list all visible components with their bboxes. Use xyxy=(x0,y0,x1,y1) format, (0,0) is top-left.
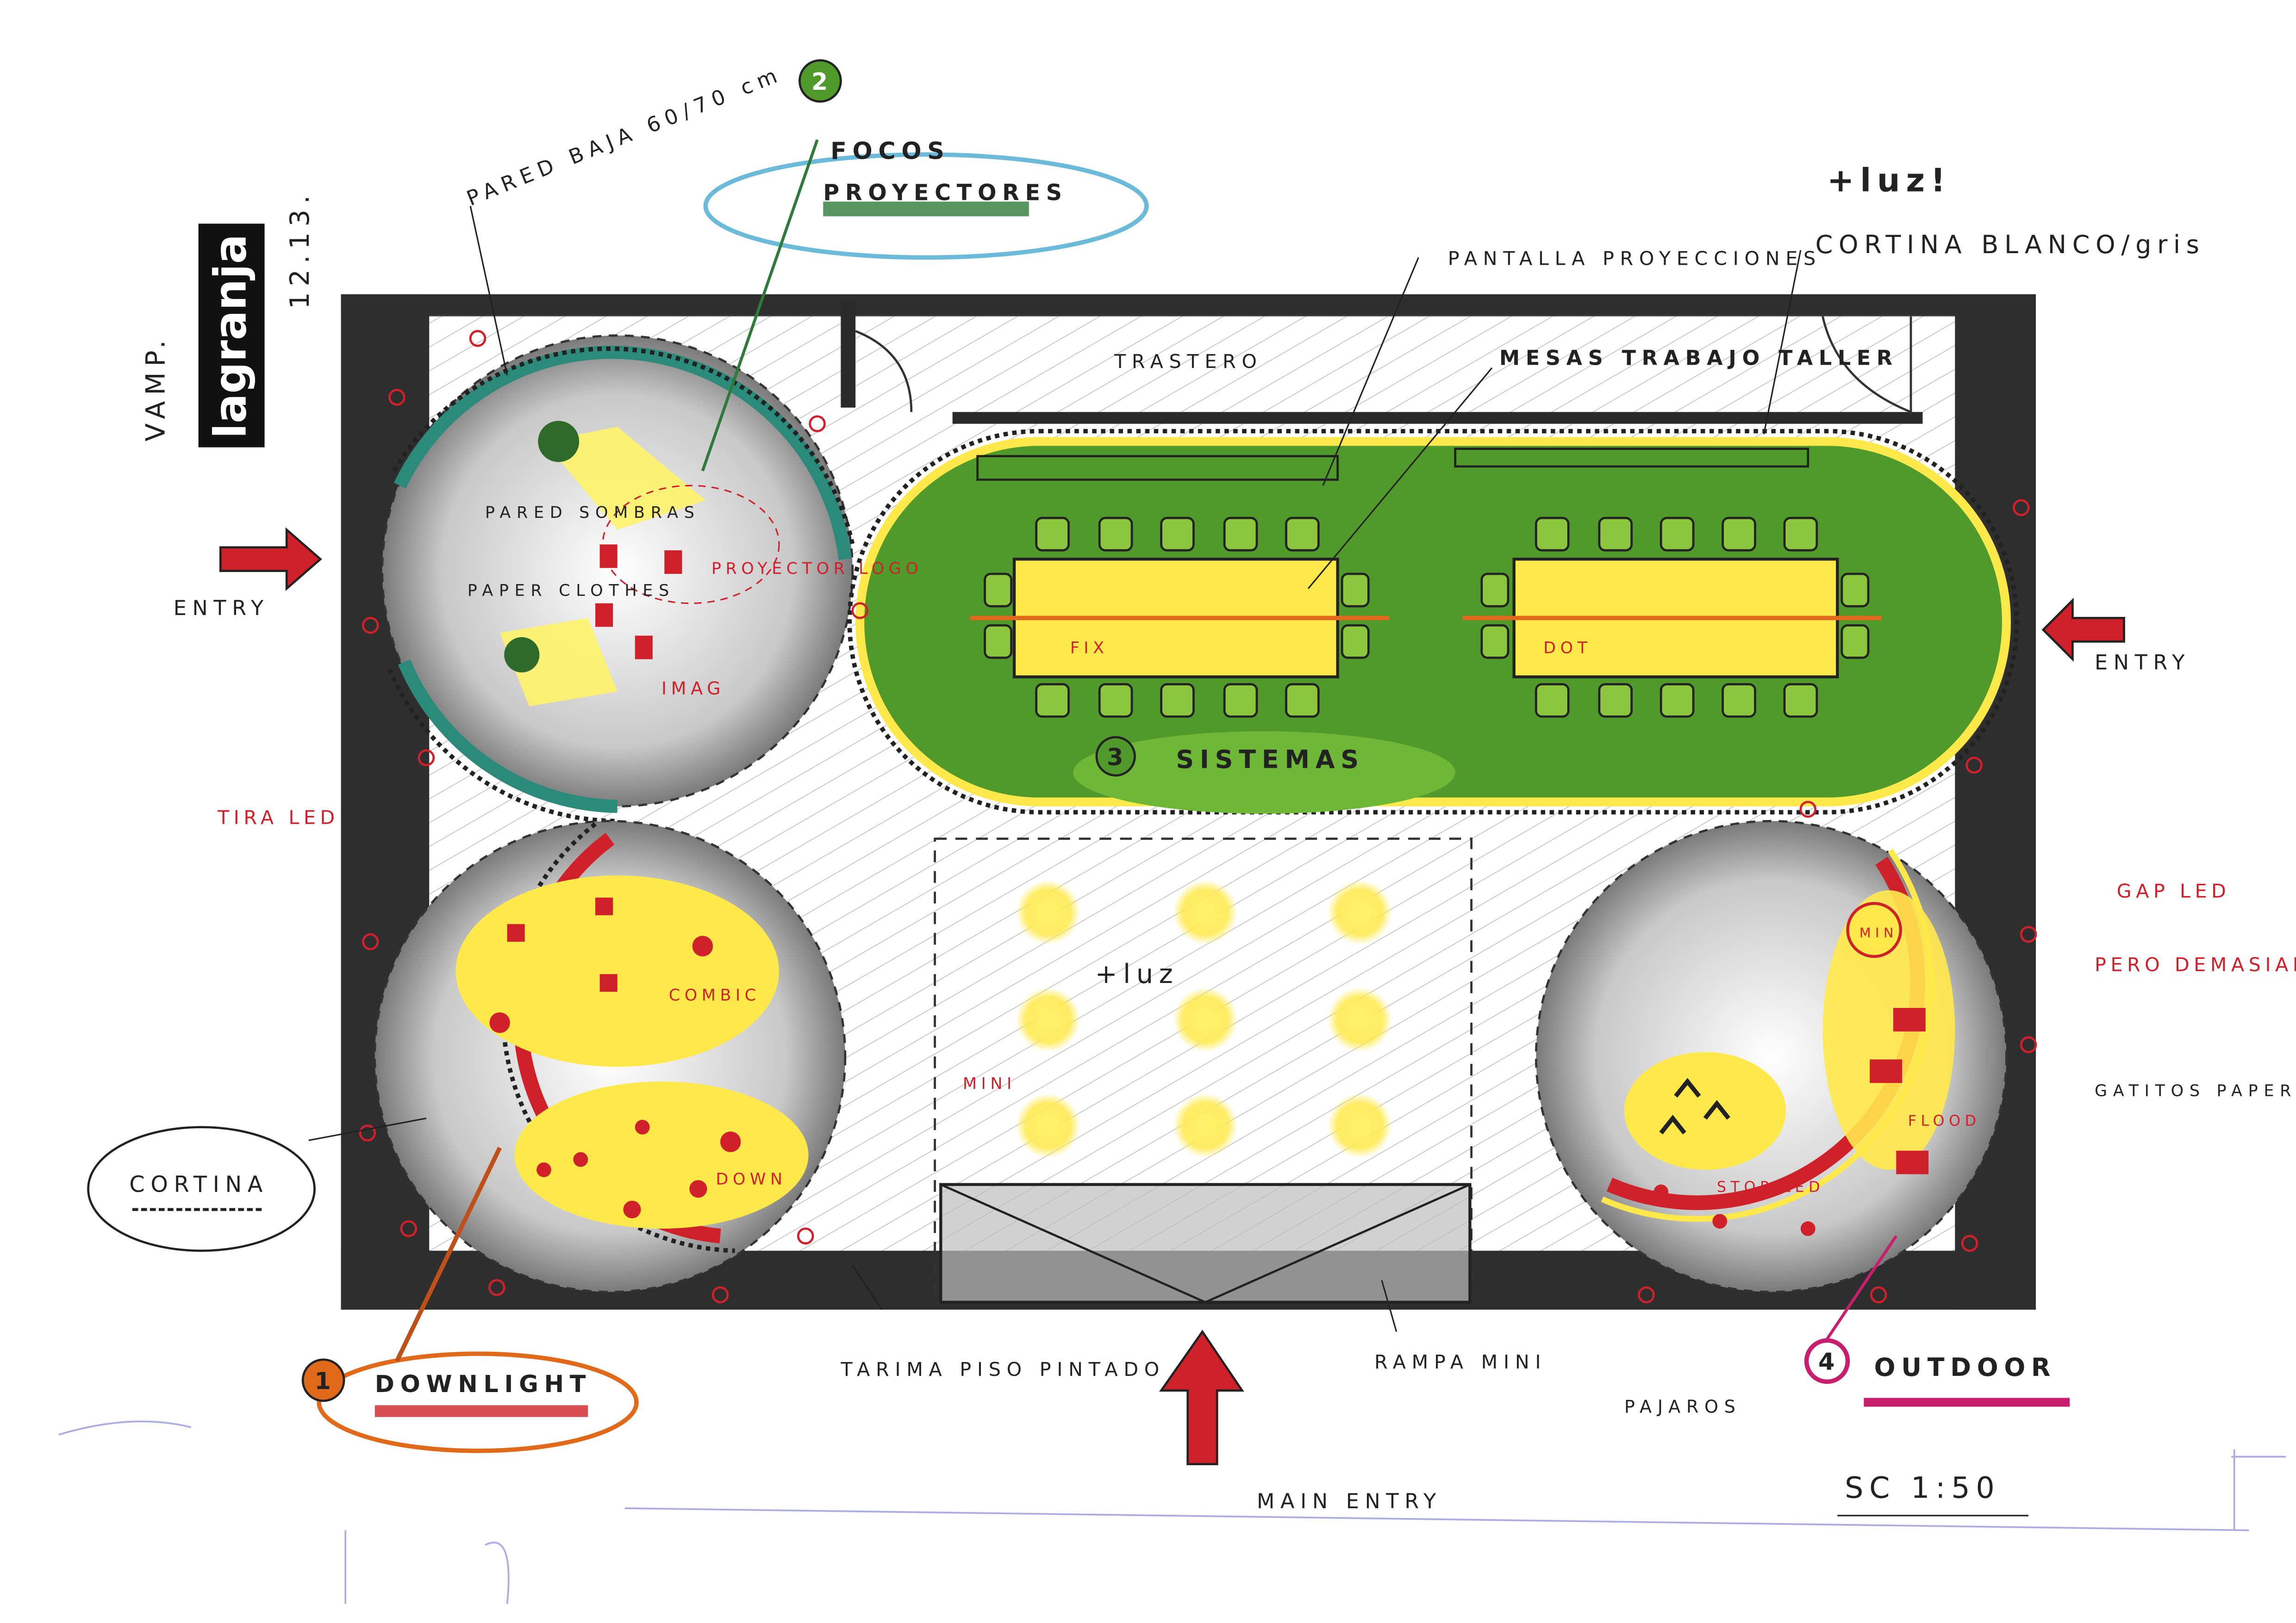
label-paper-clothes: PAPER CLOTHES xyxy=(468,582,675,600)
label-imag: IMAG xyxy=(661,678,725,699)
label-rampa: RAMPA MINI xyxy=(1374,1351,1547,1373)
label-pared-sombras: PARED SOMBRAS xyxy=(485,504,700,522)
zone-outdoor xyxy=(1535,820,2008,1293)
lagranja-logo: lagranja 12.13. VAMP. xyxy=(141,189,315,448)
arrow-entry-left xyxy=(219,527,322,591)
label-pajaros: PAJAROS xyxy=(1624,1396,1741,1417)
label-fix: FIX xyxy=(1070,639,1109,658)
callout-4-number: 4 xyxy=(1818,1348,1834,1375)
margin-pencil-lines xyxy=(58,1420,2286,1604)
label-dot: DOT xyxy=(1543,639,1591,658)
callout-3-title: SISTEMAS xyxy=(1176,745,1364,774)
leader-lines xyxy=(469,205,1802,1332)
signature: VAMP. xyxy=(141,334,171,441)
logo-date: 12.13. xyxy=(285,189,315,309)
label-gap-led: GAP LED xyxy=(2117,880,2231,902)
callout-1: 1 DOWNLIGHT xyxy=(301,1146,639,1453)
label-pantalla: PANTALLA PROYECCIONES xyxy=(1448,247,1822,269)
label-entry-left: ENTRY xyxy=(174,597,269,620)
label-mini-right: MINI xyxy=(1859,925,1906,940)
callout-4: 4 OUTDOOR xyxy=(1804,1235,2070,1407)
label-scale: SC 1:50 xyxy=(1845,1471,2000,1505)
label-pero-demasiado: PERO DEMASIAD. GRANDE!! xyxy=(2095,953,2296,976)
perimeter-spotlights xyxy=(359,330,2037,1304)
label-mesas: MESAS TRABAJO TALLER xyxy=(1499,346,1898,370)
arrow-main-entry xyxy=(1159,1330,1244,1465)
callout-1-number: 1 xyxy=(315,1367,331,1394)
callout-3: 3 SISTEMAS xyxy=(1095,736,1364,777)
label-main-entry: MAIN ENTRY xyxy=(1257,1490,1442,1513)
cortina-label: CORTINA xyxy=(129,1172,268,1197)
label-gatitos: GATITOS PAPER xyxy=(2095,1082,2296,1101)
label-cortina-blanco: CORTINA BLANCO/gris xyxy=(1816,230,2205,259)
label-tarima: TARIMA PISO PINTADO xyxy=(840,1358,1165,1380)
label-entry-right: ENTRY xyxy=(2095,651,2190,675)
arrow-entry-right xyxy=(2041,597,2125,662)
label-projector-logo: PROYECTOR LOGO xyxy=(711,560,923,578)
label-mas-luz-center: +luz xyxy=(1095,959,1179,989)
callout-2: 2 FOCOS PROYECTORES xyxy=(701,59,1149,472)
label-mini: MINI xyxy=(963,1075,1016,1093)
center-lights-grid xyxy=(1016,880,1392,1158)
label-combi: COMBIC xyxy=(669,986,761,1005)
callout-4-title: OUTDOOR xyxy=(1874,1353,2057,1382)
cortina-bubble: CORTINA xyxy=(87,1117,427,1252)
label-down: DOWN xyxy=(716,1170,786,1188)
callout-1-title: DOWNLIGHT xyxy=(375,1370,592,1398)
callout-2-subtitle: PROYECTORES xyxy=(823,180,1068,205)
callout-3-number: 3 xyxy=(1107,743,1123,771)
label-tira-led: TIRA LED xyxy=(217,807,339,829)
label-stop-led: STOP LED xyxy=(1717,1179,1824,1195)
label-pared-baja: PARED BAJA 60/70 cm xyxy=(463,62,786,211)
callout-2-title: FOCOS xyxy=(830,137,950,164)
zone-downlight xyxy=(374,820,847,1293)
label-flood: FLOOD xyxy=(1908,1113,1981,1129)
label-trastero: TRASTERO xyxy=(1114,350,1263,373)
logo-text: lagranja xyxy=(205,234,256,439)
zone-sistemas xyxy=(847,429,2019,815)
zone-focos-proyectores xyxy=(381,334,855,823)
callout-2-number: 2 xyxy=(811,68,828,95)
label-mas-luz-top: +luz! xyxy=(1827,162,1951,199)
